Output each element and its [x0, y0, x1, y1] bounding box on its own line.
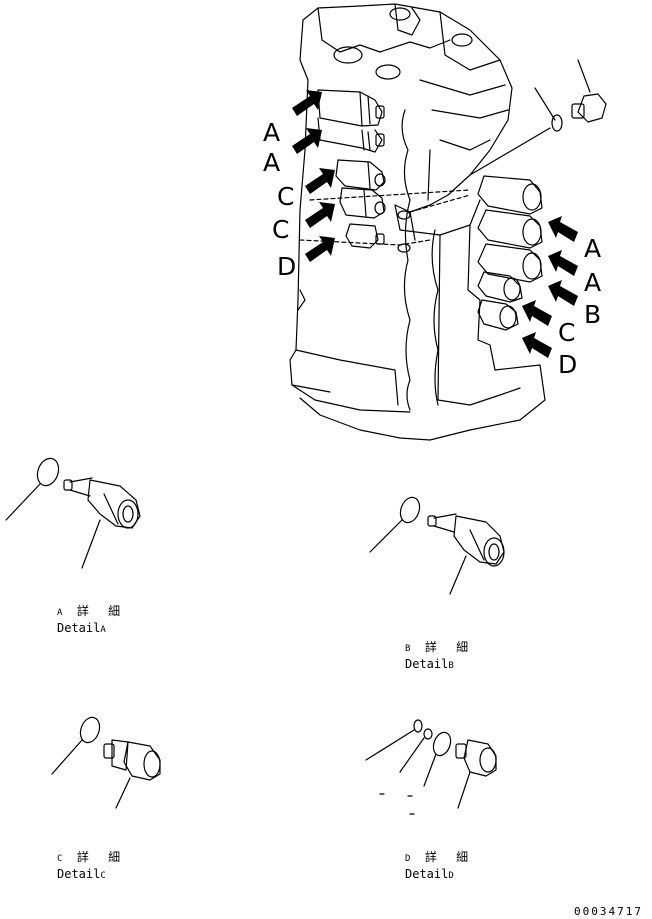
callout-left-3: C: [277, 182, 295, 211]
callout-right-1: A: [584, 234, 602, 263]
callout-left-2: A: [263, 148, 281, 177]
callout-right-4: C: [558, 318, 576, 347]
valve-body: [289, 3, 546, 441]
callout-left-1: A: [263, 118, 281, 147]
detail-d-drawing: [365, 719, 497, 815]
detail-a-caption: A 詳 細 DetailA: [57, 604, 127, 635]
callout-left-4: C: [272, 215, 290, 244]
detail-c-caption: C 詳 細 DetailC: [57, 850, 127, 881]
callout-arrows-left: [292, 90, 335, 262]
detail-b-caption: B 詳 細 DetailB: [405, 640, 475, 671]
detail-c-drawing: [51, 716, 161, 809]
left-cartridges: [317, 89, 386, 249]
callout-right-5: D: [558, 350, 578, 379]
callout-right-3: B: [584, 300, 602, 329]
callout-arrows-right: [522, 216, 578, 358]
detail-d-caption: D 詳 細 DetailD: [405, 850, 475, 881]
detail-a-drawing: [5, 457, 141, 569]
drawing-number: 00034717: [574, 905, 643, 918]
right-cartridges: [477, 175, 543, 331]
callout-left-5: D: [277, 252, 297, 281]
plug-and-oring: [469, 59, 607, 176]
detail-b-drawing: [369, 496, 505, 595]
callout-right-2: A: [584, 268, 602, 297]
